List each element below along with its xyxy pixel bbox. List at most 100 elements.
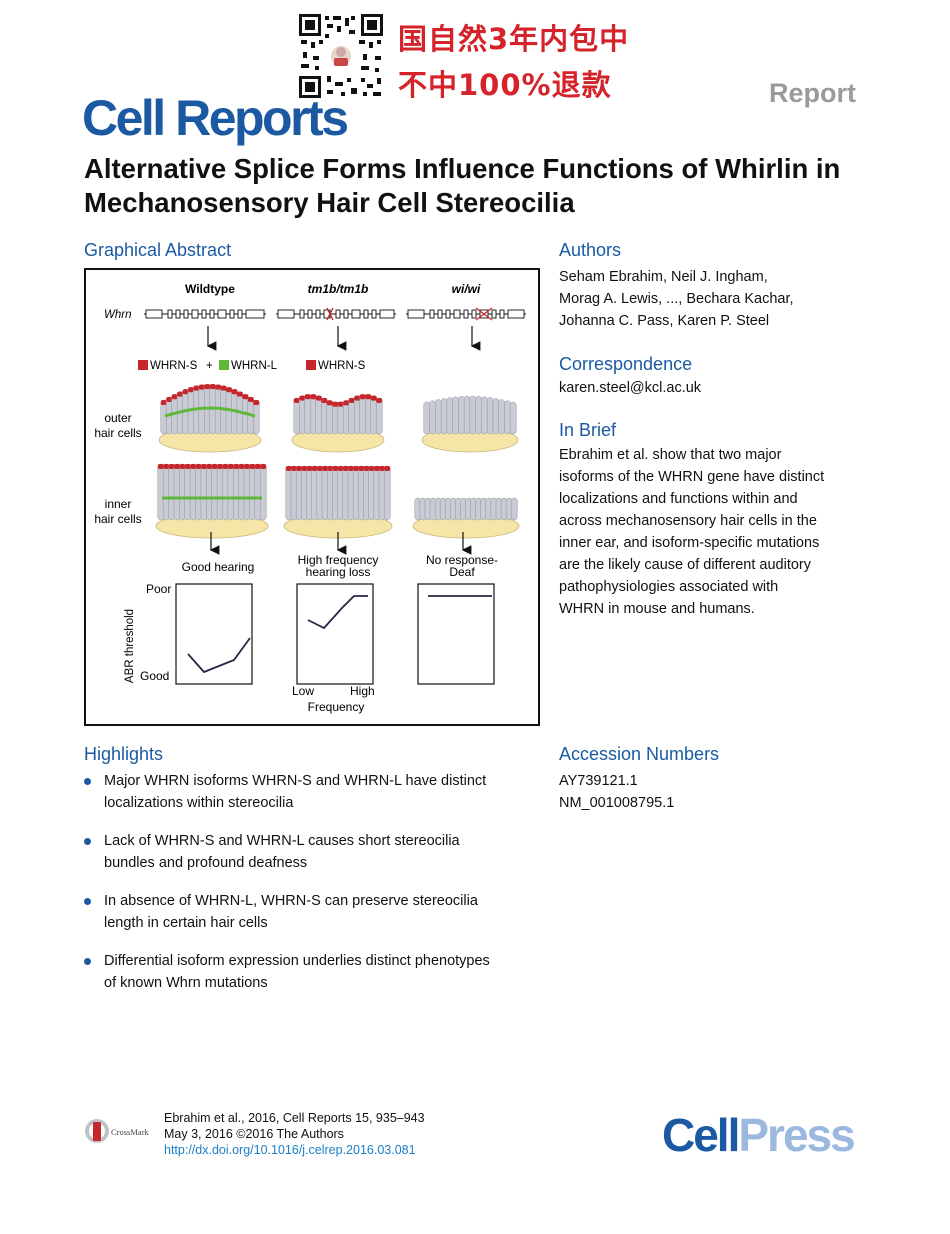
inner-tm1b-tip [296,466,303,471]
highlight-4-line-1: Differential isoform expression underlie… [104,953,490,969]
outer-wildtype-tip [166,397,173,403]
outer-tm1b-tip [332,401,339,407]
outer-tm1b-tip [326,400,333,406]
inner-wildtype-tip [249,464,256,469]
inner-wildtype-tip [206,464,213,469]
x-low-label: Low [292,684,314,698]
inner-wildtype-stereocilium [179,463,186,521]
outer-tm1b-tip [321,398,328,403]
authors-heading: Authors [559,240,622,260]
promo-line-1: 国自然3年内包中 [398,22,630,56]
graphical-abstract: Wildtype tm1b/tm1b wi/wi Whrn [84,268,540,726]
outer-tm1b-tip [293,398,300,403]
outer-wi-stereocilium [446,397,454,435]
inner-label-2: hair cells [94,512,141,526]
inner-wildtype-tip [254,464,261,469]
inner-wildtype-tip [163,464,170,469]
outer-wildtype-tip [187,387,194,393]
cellpress-part-2: Press [738,1109,855,1161]
inner-wildtype-tip [222,464,229,469]
bullet-icon [84,898,91,905]
bullet-icon [84,838,91,845]
outer-tm1b-tip [354,395,361,401]
graphical-abstract-figure: Wildtype tm1b/tm1b wi/wi Whrn [94,282,526,714]
outer-tm1b-tip [304,394,311,400]
plot-wildtype-frame [175,583,253,685]
mutation-x-tm1b [326,307,334,321]
promo-line-2: 不中100%退款 [398,68,612,102]
inner-wildtype-stereocilium [222,463,229,521]
inner-wildtype-stereocilium [206,463,213,521]
phenotype-high-frequency: High frequency [298,553,379,567]
outer-wi-stereocilium [504,400,511,435]
inner-wildtype-stereocilium [200,463,208,521]
outer-tm1b-stereocilium [293,397,301,435]
promo-banner: 国自然3年内包中 不中100%退款 [398,16,629,108]
y-axis-label: ABR threshold [124,609,136,683]
inner-tm1b-tip [332,466,339,471]
y-bottom-label: Good [140,669,169,683]
inner-wildtype-stereocilium [259,463,267,521]
inner-tm1b-tip [327,466,334,471]
outer-label-1: outer [104,411,131,425]
gene-model-tm1b [276,309,396,319]
inner-wildtype-tip [233,464,240,469]
inner-wildtype-tip [168,464,175,469]
inner-wildtype-stereocilium [162,463,170,521]
correspondence-email[interactable]: karen.steel@kcl.ac.uk [559,380,702,396]
inner-tm1b-stereocilium [383,465,391,521]
inner-wildtype-stereocilium [168,463,175,521]
inner-wildtype-tip [200,464,207,469]
inner-wildtype-stereocilium [216,463,224,521]
qr-code [297,12,385,100]
outer-wi-stereocilium [440,398,448,435]
inner-tm1b-tip [301,466,308,471]
accession-1[interactable]: AY739121.1 [559,773,638,789]
column-tm1b: tm1b/tm1b [308,282,369,296]
column-wildtype: Wildtype [185,282,235,296]
outer-wi-stereocilium [475,396,482,435]
accession-2[interactable]: NM_001008795.1 [559,795,675,811]
in-brief-line-7: pathophysiologies associated with [559,579,779,595]
journal-logo: Cell Reports [82,90,349,146]
inner-wildtype-stereocilium [184,463,191,521]
cellpress-logo: CellPress [662,1109,856,1161]
in-brief-line-6: are the likely cause of different audito… [559,557,812,573]
inner-wildtype-tip [260,464,267,469]
outer-wildtype-tip [215,384,222,390]
whrn-s-swatch [138,360,148,370]
outer-tm1b-tip [337,401,344,407]
cellpress-part-1: Cell [662,1109,740,1161]
inner-wildtype-tip [227,464,234,469]
outer-wi-stereocilium [486,397,494,435]
outer-wi-stereocilium [492,398,500,435]
outer-wildtype-tip [209,384,216,390]
outer-wi-stereocilium [509,401,517,435]
authors-line-3: Johanna C. Pass, Karen P. Steel [559,313,770,329]
outer-wildtype-tip [236,391,243,397]
curve-tm1b [307,595,368,630]
in-brief-line-8: WHRN in mouse and humans. [559,601,755,617]
outer-wildtype-tip [198,384,205,390]
in-brief-text: Ebrahim et al. show that two major isofo… [559,444,869,620]
outer-tm1b-stereocilium [321,397,328,435]
outer-tm1b-stereocilium [364,393,372,435]
highlight-1-line-2: localizations within stereocilia [104,795,294,811]
bullet-icon [84,778,91,785]
deletion-x-wi [475,307,493,321]
outer-tm1b-stereocilium [370,395,377,435]
plot-wi-frame [417,583,495,685]
phenotype-hearing-loss: hearing loss [306,565,371,579]
highlight-3-line-2: length in certain hair cells [104,915,268,931]
doi-link[interactable]: http://dx.doi.org/10.1016/j.celrep.2016.… [164,1143,416,1157]
hair-cell-bundles [155,383,520,539]
citation-line-2: May 3, 2016 ©2016 The Authors [164,1127,344,1141]
authors-list: Seham Ebrahim, Neil J. Ingham, Morag A. … [559,266,794,332]
inner-tm1b-tip [353,466,360,471]
legend-whrn-s: WHRN-S [150,360,198,372]
authors-line-1: Seham Ebrahim, Neil J. Ingham, [559,269,768,285]
whrn-l-swatch [219,360,229,370]
crossmark-logo[interactable]: CrossMark [84,1116,162,1146]
outer-wildtype-tip [220,385,227,391]
inner-wildtype-tip [217,464,224,469]
